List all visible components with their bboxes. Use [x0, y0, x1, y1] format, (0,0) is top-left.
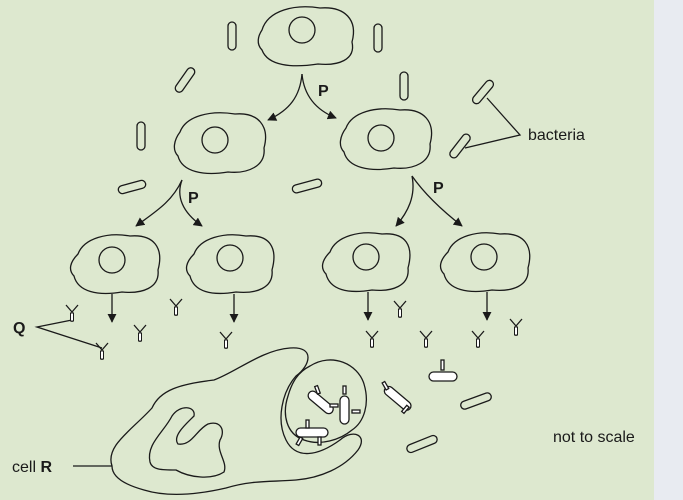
- cell-r-outline: [111, 348, 362, 495]
- bacterium: [400, 72, 408, 100]
- bacterium-with-antibodies: [340, 386, 360, 424]
- label-cell-r: cell R: [12, 459, 52, 476]
- cell-top: [258, 7, 353, 66]
- label-p-left: P: [188, 190, 199, 207]
- bacterium: [291, 178, 322, 193]
- q-pointer: [37, 320, 102, 348]
- label-p-right: P: [433, 180, 444, 197]
- antibody: [66, 305, 78, 322]
- antibody: [366, 331, 378, 348]
- antibody: [394, 301, 406, 318]
- division-arrows: [136, 74, 462, 226]
- antibodies: [66, 299, 522, 360]
- bacterium-with-antibodies: [306, 386, 338, 416]
- antibody: [134, 325, 146, 342]
- bacteria-pointer: [465, 98, 520, 148]
- cell-gen3-3: [323, 233, 410, 292]
- opsonised-bacteria: [296, 360, 457, 445]
- bacterium: [460, 392, 493, 410]
- antibody: [420, 331, 432, 348]
- label-q: Q: [13, 320, 25, 337]
- antibody: [220, 332, 232, 349]
- bacterium: [406, 434, 439, 453]
- label-p-top: P: [318, 83, 329, 100]
- cell-gen3-2: [187, 235, 274, 294]
- label-not-to-scale: not to scale: [553, 429, 635, 446]
- cell-gen3-4: [441, 233, 530, 292]
- bacterium: [374, 24, 382, 52]
- label-bacteria: bacteria: [528, 127, 585, 144]
- bacterium: [174, 66, 197, 94]
- secretion-arrows: [112, 292, 487, 322]
- cell-gen2-right: [340, 109, 431, 170]
- bacterium-with-antibodies: [429, 360, 457, 381]
- label-cell-name: R: [40, 459, 52, 476]
- bacterium: [228, 22, 236, 50]
- antibody: [170, 299, 182, 316]
- right-margin-strip: [654, 0, 683, 500]
- antibody: [472, 331, 484, 348]
- cell-gen2-left: [174, 113, 265, 174]
- bacterium: [117, 180, 146, 195]
- bacterium: [137, 122, 145, 150]
- cell-r-nucleus: [149, 408, 224, 477]
- antibody: [96, 343, 108, 360]
- cell-gen3-1: [71, 235, 160, 294]
- antibody: [510, 319, 522, 336]
- label-cell-prefix: cell: [12, 459, 40, 476]
- bacterium: [448, 133, 472, 160]
- bacterium: [471, 79, 495, 106]
- bacterium-with-antibodies: [382, 382, 413, 414]
